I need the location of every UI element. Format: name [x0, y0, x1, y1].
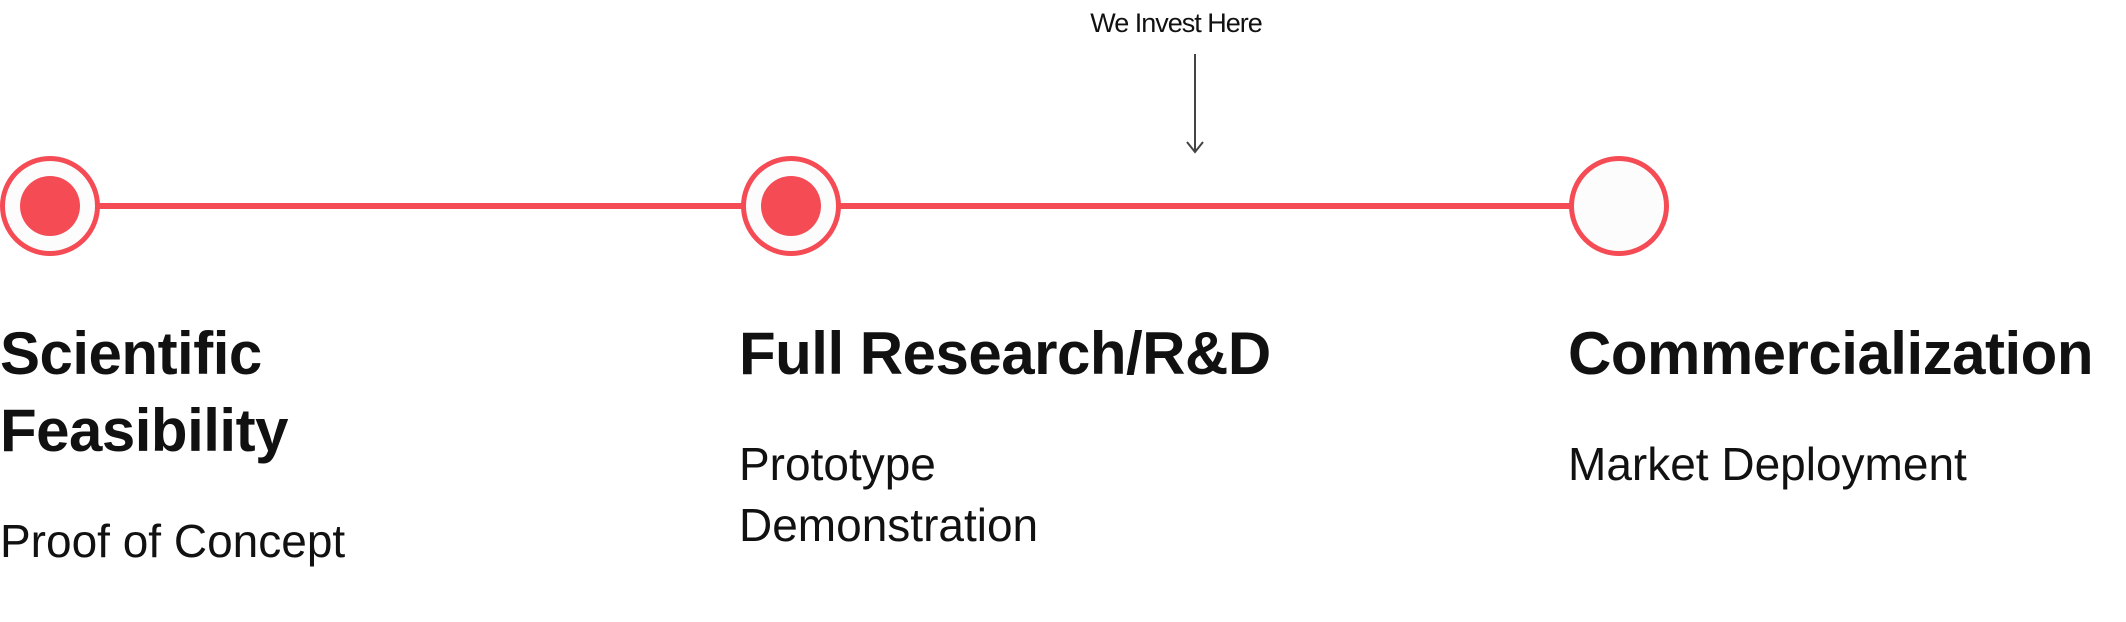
- stage-commercialization: Commercialization Market Deployment: [1568, 315, 2093, 495]
- stage-title-line: Feasibility: [0, 397, 288, 464]
- stage-title-line: Scientific: [0, 320, 262, 387]
- stage-subtitle-line: Demonstration: [739, 499, 1039, 551]
- timeline-connector-1: [98, 203, 744, 209]
- node-filled-dot: [20, 176, 80, 236]
- timeline-connector-2: [839, 203, 1572, 209]
- stage-title: Commercialization: [1568, 320, 2093, 387]
- timeline-node-full-research: [741, 156, 841, 256]
- timeline-node-commercialization: [1569, 156, 1669, 256]
- arrow-down-icon: [1186, 54, 1204, 154]
- invest-annotation-label: We Invest Here: [1090, 8, 1263, 38]
- node-filled-dot: [761, 176, 821, 236]
- stage-subtitle: Proof of Concept: [0, 515, 346, 567]
- stage-subtitle-line: Prototype: [739, 438, 936, 490]
- stage-subtitle: Market Deployment: [1568, 438, 1967, 490]
- stage-title: Full Research/R&D: [739, 320, 1271, 387]
- timeline-node-scientific-feasibility: [0, 156, 100, 256]
